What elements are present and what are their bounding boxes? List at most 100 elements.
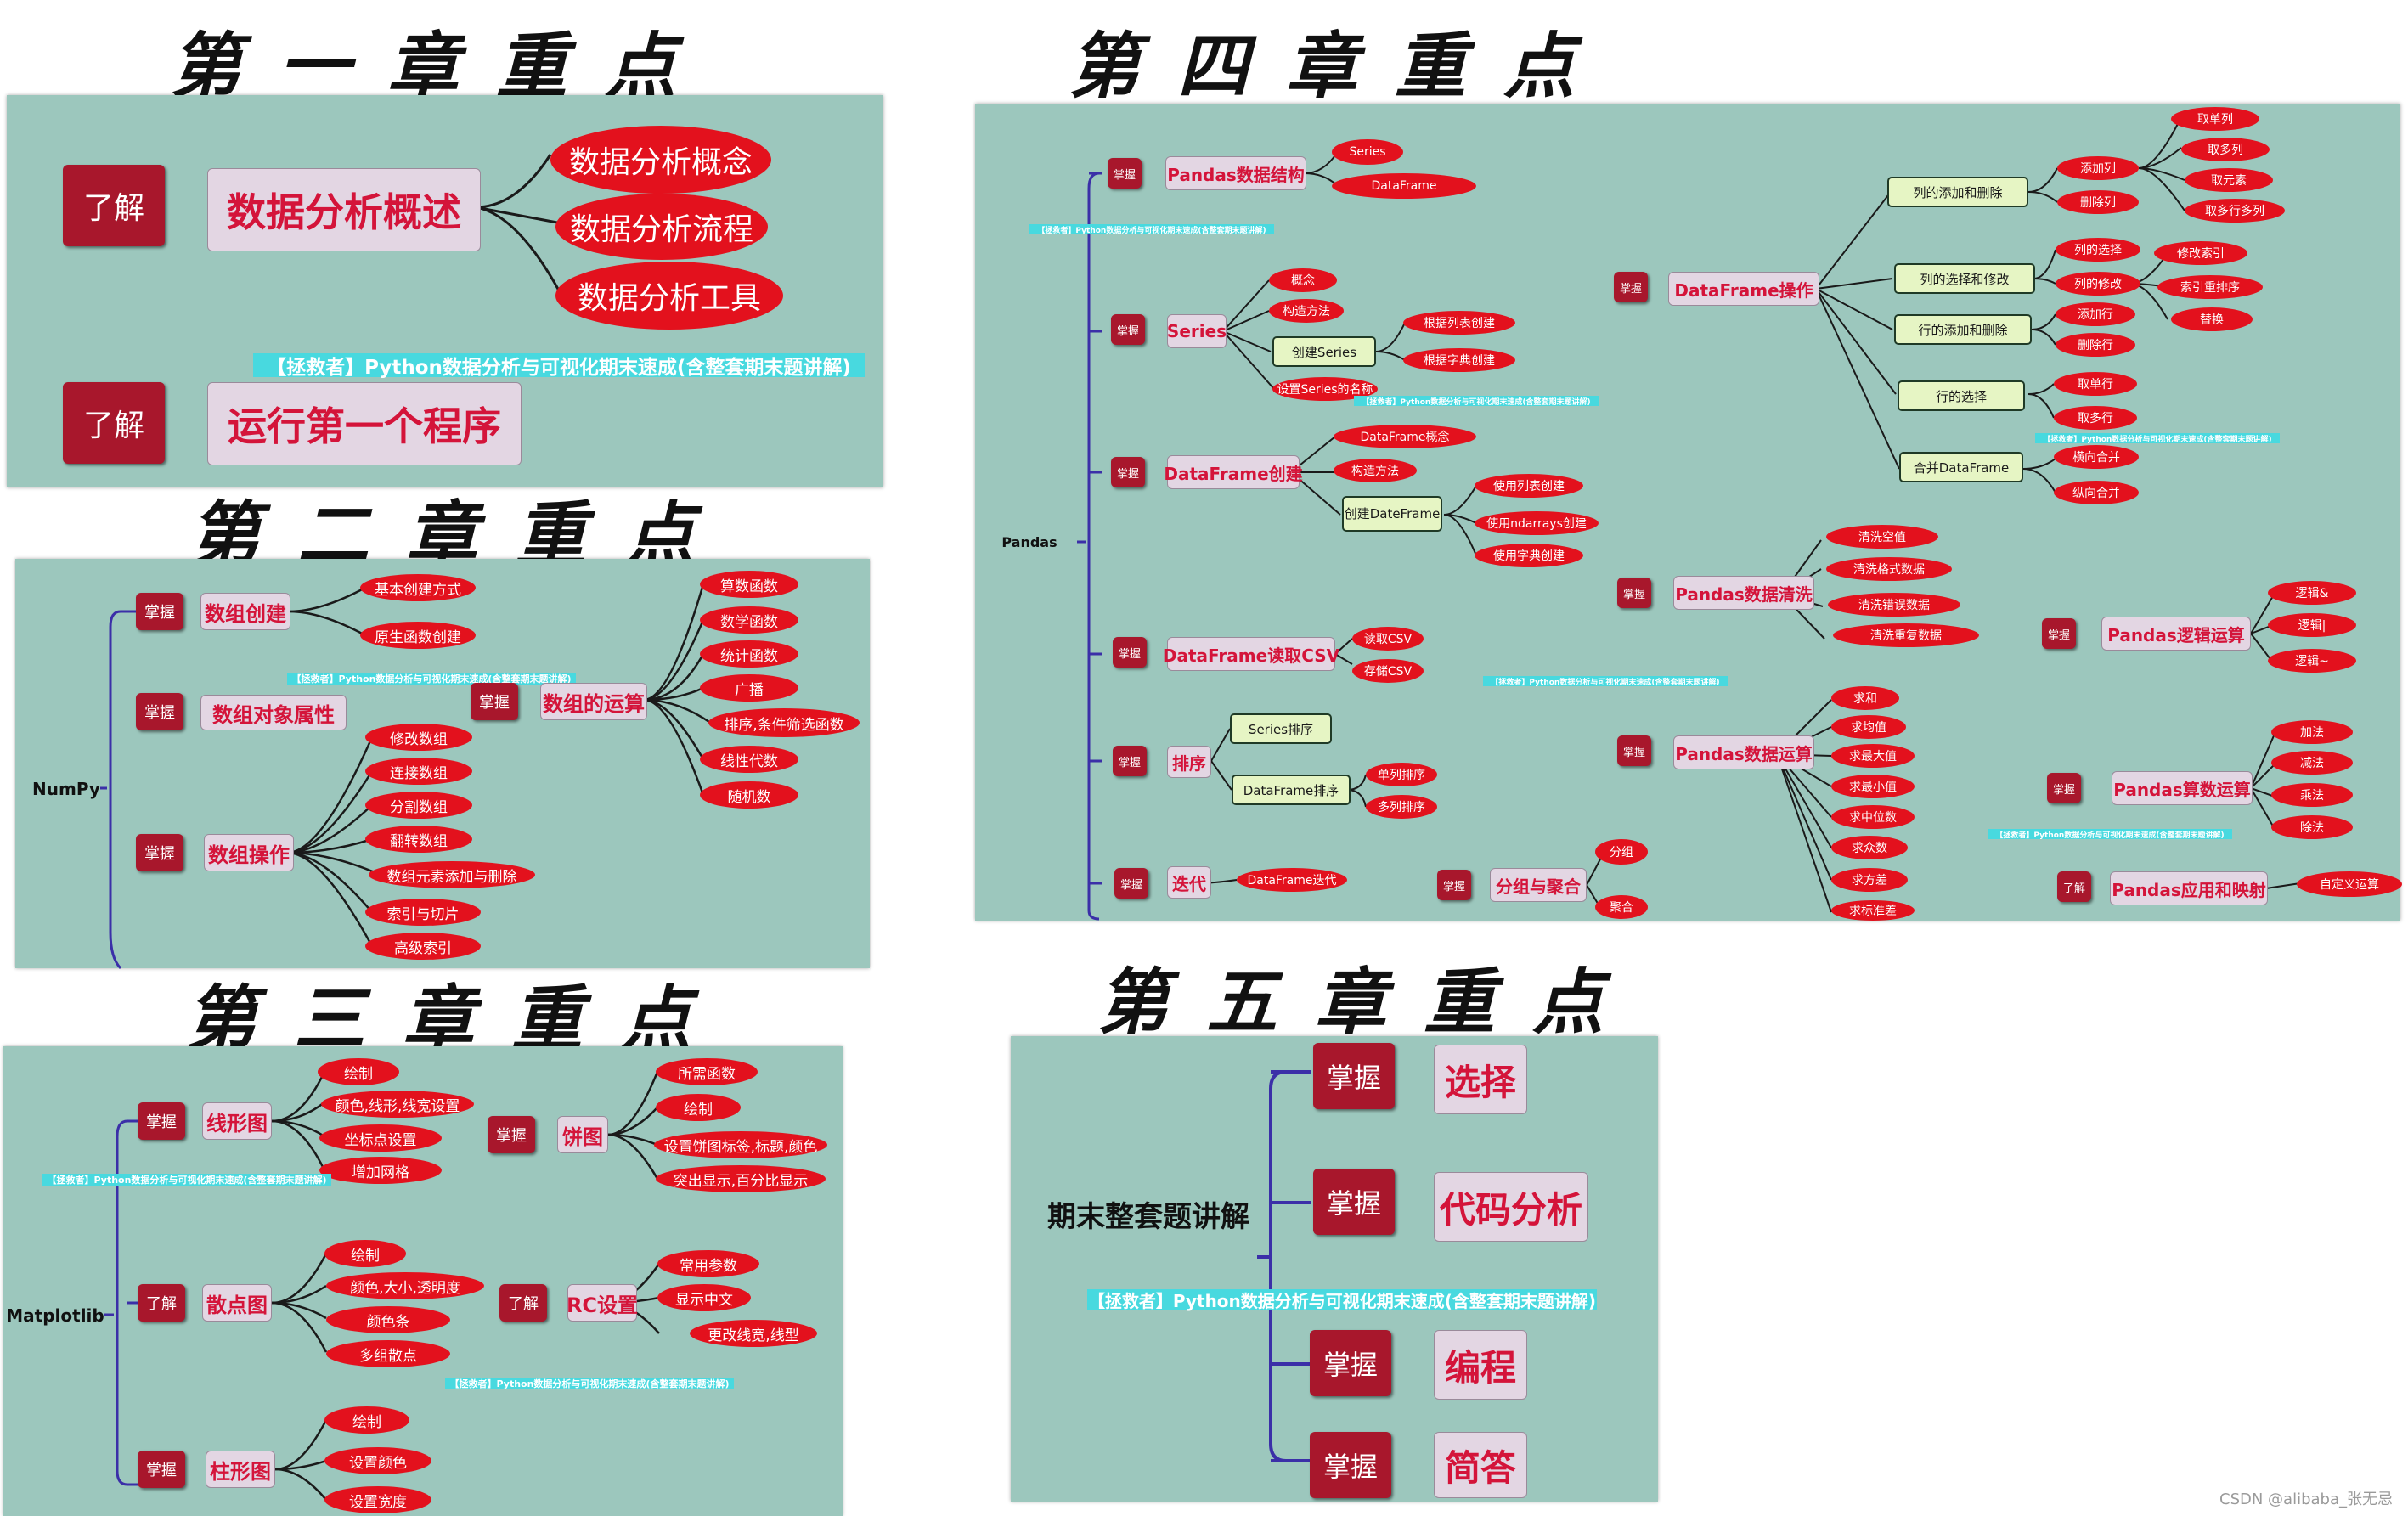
ch3-topic-scatter: 散点图: [202, 1284, 272, 1322]
ch4-leaf-stats-2: 求最大值: [1831, 744, 1915, 768]
ch4-sub-row-add-del: 行的添加和删除: [1894, 314, 2032, 345]
ch3-leaf-rc-0: 常用参数: [657, 1250, 759, 1277]
ch2-topic-ops: 数组操作: [204, 834, 294, 871]
ch2-leaf-calc-1: 数学函数: [700, 606, 798, 634]
ch3-leaf-bar-0: 绘制: [324, 1406, 409, 1434]
ch4-tag-logic: 掌握: [2042, 618, 2076, 649]
ch4-tag-arith: 掌握: [2047, 773, 2081, 803]
ch1-watermark: 【拯救者】Python数据分析与可视化期末速成(含整套期末题讲解): [253, 353, 865, 379]
chapter3-connectors: [104, 1071, 661, 1501]
ch4-sub-create-series: 创建Series: [1272, 336, 1376, 367]
chapter3-panel: Matplotlib 掌握 线形图 绘制 颜色,线形,线宽设置 坐标点设置 增加…: [3, 1046, 843, 1516]
ch3-tag-bar: 掌握: [138, 1451, 185, 1488]
ch4-topic-group: 分组与聚合: [1490, 868, 1587, 902]
ch5-topic-code-analysis: 代码分析: [1434, 1172, 1588, 1242]
ch1-leaf-tools: 数据分析工具: [555, 262, 783, 330]
ch4-leaf-add-col: 添加列: [2057, 156, 2139, 180]
ch2-leaf-ops-3: 翻转数组: [365, 826, 472, 853]
ch4-leaf-stats-7: 求标准差: [1831, 900, 1915, 921]
ch4-leaf-sort-single: 单列排序: [1366, 763, 1437, 786]
ch2-topic-attrs: 数组对象属性: [200, 695, 347, 730]
ch3-leaf-rc-2: 更改线宽,线型: [690, 1320, 817, 1347]
ch4-tag-dfcreate: 掌握: [1111, 457, 1145, 487]
ch2-watermark: 【拯救者】Python数据分析与可视化期末速成(含整套期末题讲解): [287, 673, 576, 685]
ch3-leaf-rc-1: 显示中文: [657, 1284, 751, 1311]
ch3-leaf-pie-1: 绘制: [656, 1094, 741, 1121]
chapter4-panel: Pandas 掌握 Pandas数据结构 Series DataFrame 【拯…: [975, 104, 2402, 921]
ch4-sub-col-add-del: 列的添加和删除: [1887, 177, 2028, 207]
ch4-leaf-series-concept: 概念: [1269, 268, 1337, 292]
chapter5-connectors: [1257, 1070, 1311, 1462]
ch2-leaf-calc-0: 算数函数: [700, 571, 798, 598]
ch4-leaf-stats-3: 求最小值: [1831, 775, 1915, 798]
ch4-tag-csv: 掌握: [1113, 637, 1147, 668]
ch2-leaf-calc-2: 统计函数: [700, 640, 798, 668]
chapter2-connectors: [100, 583, 713, 970]
ch3-root-matplotlib: Matplotlib: [6, 1305, 104, 1326]
ch4-leaf-take-rows: 取多行: [2054, 406, 2137, 430]
ch3-leaf-line-2: 坐标点设置: [319, 1124, 442, 1152]
ch4-leaf-merge-h: 横向合并: [2054, 445, 2139, 469]
ch1-tag-1: 了解: [63, 165, 165, 246]
ch4-leaf-df-dict: 使用字典创建: [1475, 544, 1583, 567]
ch3-tag-rc: 了解: [499, 1284, 547, 1322]
ch2-leaf-calc-4: 排序,条件筛选函数: [708, 708, 860, 737]
ch4-leaf-logic-and: 逻辑&: [2268, 581, 2356, 605]
ch4-leaf-sel-col: 列的选择: [2056, 238, 2140, 262]
ch4-leaf-take-cols: 取多列: [2181, 138, 2270, 161]
ch2-leaf-calc-3: 广播: [700, 674, 798, 702]
ch2-leaf-calc-5: 线性代数: [700, 746, 798, 773]
ch3-leaf-scatter-3: 多组散点: [326, 1340, 450, 1367]
ch1-topic-first-program: 运行第一个程序: [207, 382, 522, 465]
ch4-leaf-arith-mul: 乘法: [2271, 783, 2353, 807]
ch4-tag-series: 掌握: [1111, 314, 1145, 345]
ch4-leaf-stats-0: 求和: [1831, 686, 1899, 710]
ch4-leaf-take-block: 取多行多列: [2185, 199, 2285, 223]
ch2-leaf-ops-0: 修改数组: [365, 724, 472, 751]
ch4-tag-dfops: 掌握: [1614, 272, 1648, 302]
ch3-leaf-scatter-1: 颜色,大小,透明度: [326, 1272, 484, 1299]
footer-credit: CSDN @alibaba_张无忌: [2219, 1491, 2393, 1508]
ch5-tag-2: 掌握: [1310, 1330, 1391, 1396]
ch3-watermark-1: 【拯救者】Python数据分析与可视化期末速成(含整套期末题讲解): [42, 1174, 331, 1186]
ch4-leaf-arith-add: 加法: [2271, 720, 2353, 744]
ch4-watermark-4: 【拯救者】Python数据分析与可视化期末速成(含整套期末题讲解): [1483, 676, 1728, 687]
ch1-leaf-process: 数据分析流程: [555, 194, 768, 260]
chapter2-panel: NumPy 掌握 数组创建 基本创建方式 原生函数创建 【拯救者】Python数…: [15, 559, 870, 970]
ch1-tag-2: 了解: [63, 382, 165, 464]
ch4-leaf-logic-not: 逻辑~: [2268, 649, 2356, 673]
ch2-leaf-native-create: 原生函数创建: [360, 622, 476, 649]
ch3-leaf-scatter-2: 颜色条: [326, 1306, 450, 1333]
ch4-leaf-del-row: 删除行: [2056, 333, 2135, 357]
ch4-topic-stats: Pandas数据运算: [1673, 735, 1814, 769]
ch4-topic-clean: Pandas数据清洗: [1673, 576, 1814, 610]
ch2-topic-calc: 数组的运算: [540, 683, 647, 720]
chapter5-panel: 期末整套题讲解 【拯救者】Python数据分析与可视化期末速成(含整套期末题讲解…: [1011, 1036, 1658, 1502]
ch3-watermark-2: 【拯救者】Python数据分析与可视化期末速成(含整套期末题讲解): [445, 1378, 734, 1389]
ch2-tag-calc: 掌握: [471, 683, 518, 720]
ch3-tag-scatter: 了解: [138, 1284, 185, 1322]
ch3-leaf-line-1: 颜色,线形,线宽设置: [321, 1091, 474, 1118]
ch4-sub-col-select: 列的选择和修改: [1894, 263, 2035, 294]
ch4-leaf-replace: 替换: [2171, 307, 2253, 331]
ch5-root: 期末整套题讲解: [1047, 1199, 1249, 1234]
ch3-leaf-scatter-0: 绘制: [324, 1240, 406, 1267]
chapter2-title: 第二章重点: [189, 493, 733, 577]
ch2-topic-create: 数组创建: [200, 593, 290, 630]
ch4-tag-stats: 掌握: [1617, 735, 1651, 766]
ch4-leaf-group: 分组: [1595, 839, 1648, 865]
ch4-leaf-add-row: 添加行: [2056, 302, 2135, 326]
ch4-leaf-stats-4: 求中位数: [1831, 805, 1915, 829]
ch4-topic-dfcreate: DataFrame创建: [1164, 455, 1303, 489]
ch4-leaf-clean-1: 清洗格式数据: [1826, 557, 1952, 581]
ch1-leaf-concept: 数据分析概念: [550, 126, 771, 194]
ch4-leaf-clean-2: 清洗错误数据: [1828, 593, 1960, 617]
ch4-sub-create-df: 创建DateFrame: [1342, 496, 1442, 532]
ch5-topic-programming: 编程: [1434, 1330, 1527, 1400]
ch4-sub-merge: 合并DataFrame: [1899, 452, 2023, 482]
ch4-leaf-stats-5: 求众数: [1831, 836, 1908, 859]
ch3-topic-pie: 饼图: [557, 1116, 608, 1153]
ch5-tag-1: 掌握: [1313, 1169, 1395, 1235]
ch4-tag-sort: 掌握: [1113, 746, 1147, 776]
ch4-root-pandas: Pandas: [1001, 533, 1057, 550]
